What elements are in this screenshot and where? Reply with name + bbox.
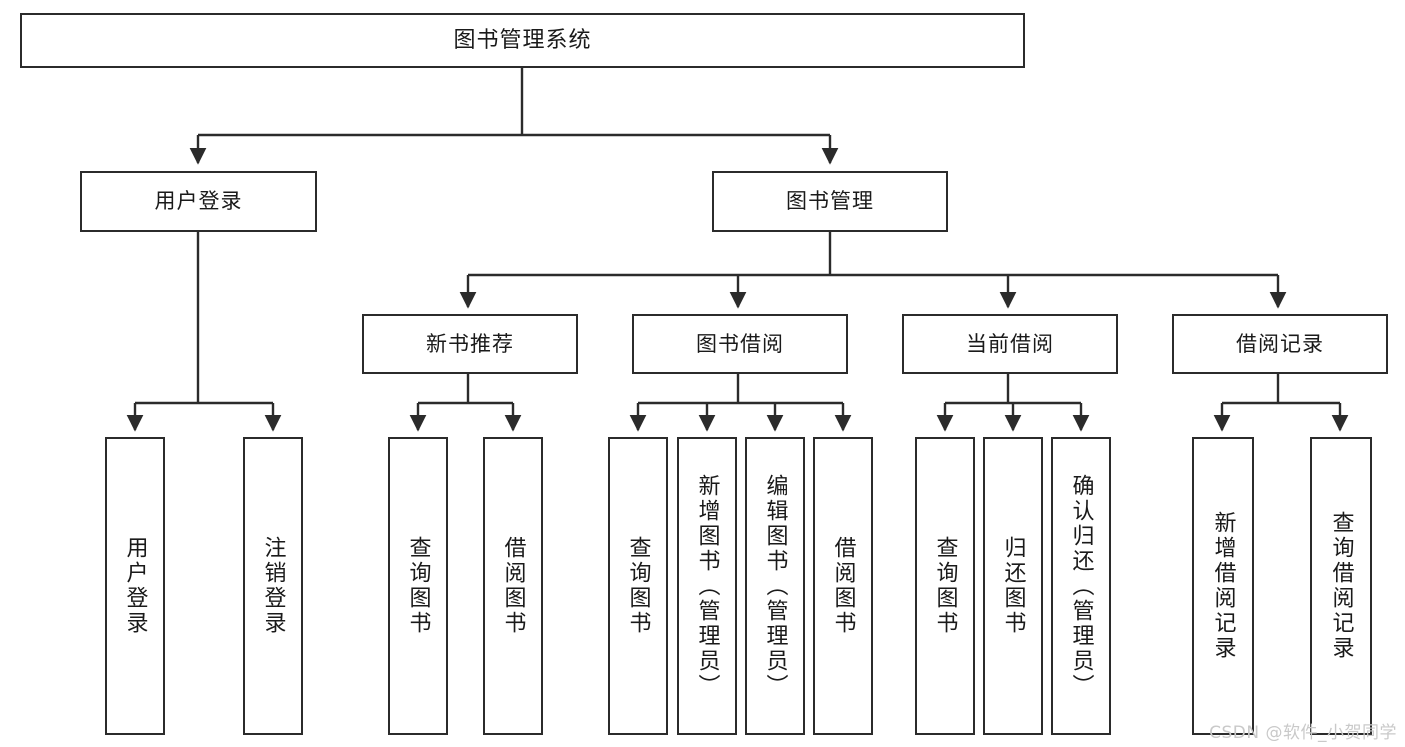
node-label: 确认归还（管理员）: [1068, 473, 1094, 699]
node-label: 查询图书: [932, 536, 958, 636]
node-label: 注销登录: [260, 536, 286, 636]
node-label: 归还图书: [1000, 536, 1026, 636]
node-label: 图书管理系统: [453, 27, 592, 53]
node-user-login[interactable]: 用户登录: [80, 171, 317, 232]
node-label: 查询借阅记录: [1328, 511, 1354, 661]
node-label: 借阅图书: [500, 536, 526, 636]
leaf-current-return-book[interactable]: 归还图书: [983, 437, 1043, 735]
node-root-system[interactable]: 图书管理系统: [20, 13, 1025, 68]
leaf-new-book-borrow[interactable]: 借阅图书: [483, 437, 543, 735]
node-current-borrow[interactable]: 当前借阅: [902, 314, 1118, 374]
node-label: 图书借阅: [696, 331, 784, 356]
node-label: 借阅记录: [1236, 331, 1324, 356]
leaf-current-query-book[interactable]: 查询图书: [915, 437, 975, 735]
node-label: 查询图书: [625, 536, 651, 636]
leaf-borrow-edit-book-admin[interactable]: 编辑图书（管理员）: [745, 437, 805, 735]
leaf-user-login-signin[interactable]: 用户登录: [105, 437, 165, 735]
node-book-management[interactable]: 图书管理: [712, 171, 948, 232]
leaf-record-add[interactable]: 新增借阅记录: [1192, 437, 1254, 735]
leaf-current-confirm-return-admin[interactable]: 确认归还（管理员）: [1051, 437, 1111, 735]
node-book-borrow[interactable]: 图书借阅: [632, 314, 848, 374]
leaf-new-book-query[interactable]: 查询图书: [388, 437, 448, 735]
leaf-borrow-query-book[interactable]: 查询图书: [608, 437, 668, 735]
node-label: 图书管理: [786, 189, 874, 214]
node-label: 新增借阅记录: [1210, 511, 1236, 661]
leaf-record-query[interactable]: 查询借阅记录: [1310, 437, 1372, 735]
node-label: 新增图书（管理员）: [694, 473, 720, 699]
node-label: 编辑图书（管理员）: [762, 473, 788, 699]
node-borrow-record[interactable]: 借阅记录: [1172, 314, 1388, 374]
node-label: 借阅图书: [830, 536, 856, 636]
node-label: 当前借阅: [966, 331, 1054, 356]
node-new-book-recommend[interactable]: 新书推荐: [362, 314, 578, 374]
node-label: 新书推荐: [426, 331, 514, 356]
node-label: 用户登录: [154, 189, 243, 214]
node-label: 用户登录: [122, 536, 148, 636]
leaf-borrow-borrow-book[interactable]: 借阅图书: [813, 437, 873, 735]
node-label: 查询图书: [405, 536, 431, 636]
csdn-watermark: CSDN @软件_小贺同学: [1209, 723, 1397, 743]
leaf-user-login-signout[interactable]: 注销登录: [243, 437, 303, 735]
leaf-borrow-add-book-admin[interactable]: 新增图书（管理员）: [677, 437, 737, 735]
